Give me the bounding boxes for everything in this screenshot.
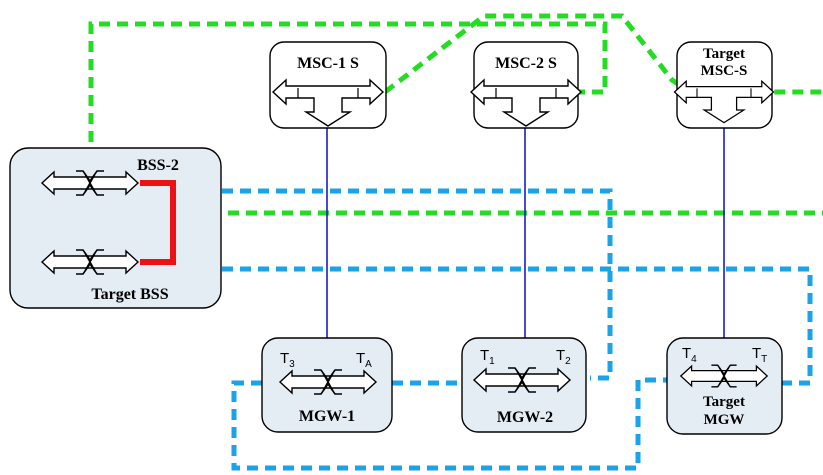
- msc1-box: [269, 41, 387, 129]
- mgw1-node: T3 TA MGW-1: [261, 337, 393, 433]
- msc1-node: MSC-1 S: [269, 41, 387, 129]
- target-mgw-label-2: MGW: [704, 412, 745, 428]
- msc2-box: [473, 41, 579, 129]
- target-msc-box: [676, 41, 773, 129]
- target-msc-label-2: MSC-S: [701, 63, 748, 79]
- mgw2-node: T1 T2 MGW-2: [461, 337, 587, 433]
- target-mgw-box: [666, 337, 783, 435]
- bss-link: [140, 180, 176, 265]
- target-mgw-term-right: TT: [752, 345, 767, 365]
- bearer-path: [222, 188, 813, 471]
- msc2-node: MSC-2 S: [470, 41, 582, 129]
- mgw2-term-right: T2: [556, 347, 571, 367]
- mgw1-term-right: TA: [356, 350, 372, 370]
- mgw2-label: MGW-2: [497, 409, 553, 426]
- control-path-bss2-to-msc1: [88, 21, 608, 160]
- mgw1-label: MGW-1: [299, 408, 355, 425]
- bearer-path-loop-bottom: [231, 377, 668, 471]
- bss-box: [9, 147, 222, 309]
- bearer-path-bss-upper: [222, 188, 613, 381]
- mgw1-term-left: T3: [280, 350, 295, 370]
- target-msc-node: Target MSC-S: [673, 41, 775, 129]
- bss-group: BSS-2 Target BSS: [9, 147, 222, 309]
- target-msc-label-1: Target: [703, 46, 745, 62]
- target-mgw-term-left: T4: [682, 345, 697, 365]
- target-mgw-label-1: Target: [703, 394, 745, 410]
- target-bss-label: Target BSS: [91, 286, 168, 303]
- msc1-label: MSC-1 S: [297, 55, 359, 72]
- msc-mgw-links: [326, 128, 725, 378]
- target-mgw-node: T4 TT Target MGW: [666, 337, 783, 435]
- msc2-label: MSC-2 S: [495, 55, 557, 72]
- mgw2-term-left: T1: [480, 347, 495, 367]
- bss2-label: BSS-2: [137, 157, 179, 174]
